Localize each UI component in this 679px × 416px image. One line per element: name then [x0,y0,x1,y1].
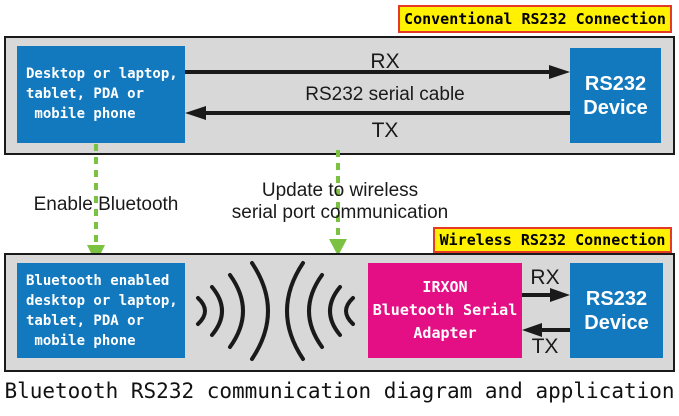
update-wireless-label-line2: serial port communication [231,202,449,223]
bluetooth-adapter-box: IRXON Bluetooth Serial Adapter [368,263,522,358]
rs232-device-line: RS232 [584,72,647,95]
tx-arrow-icon [185,106,570,120]
conventional-connection-label: Conventional RS232 Connection [398,5,672,33]
rx-label-wireless: RX [530,266,560,289]
host-device-line: tablet, PDA or [26,86,145,102]
host-device-line: desktop or laptop, [26,293,178,309]
rs232-device-box-wireless: RS232 Device [570,263,663,358]
rs232-device-line: Device [584,311,649,334]
diagram-caption: Bluetooth RS232 communication diagram an… [4,379,675,403]
rx-arrow-icon [185,65,570,79]
rs232-device-box-conventional: RS232 Device [570,48,661,143]
tx-arrow-wireless-icon [522,323,570,337]
wireless-connection-label-text: Wireless RS232 Connection [439,231,666,249]
host-device-line: Bluetooth enabled [26,273,170,289]
tx-label-conventional: TX [371,119,399,142]
conventional-connection-label-text: Conventional RS232 Connection [404,10,666,28]
update-wireless-label: Update to wireless serial port communica… [228,180,452,224]
tx-label-wireless: TX [531,335,559,358]
host-device-box-conventional: Desktop or laptop, tablet, PDA or mobile… [17,46,185,143]
rx-arrow-wireless-icon [522,288,570,302]
host-device-line: Desktop or laptop, [26,66,178,82]
host-device-box-wireless: Bluetooth enabled desktop or laptop, tab… [17,263,185,358]
host-device-line: mobile phone [26,333,136,349]
rx-label-conventional: RX [370,50,400,73]
host-device-line: mobile phone [26,106,136,122]
adapter-line: IRXON [422,278,468,296]
update-wireless-arrow-icon [329,150,347,256]
wireless-signal-left-icon [196,261,270,361]
wireless-signal-right-icon [285,261,355,361]
update-wireless-label-line1: Update to wireless [261,180,419,201]
serial-cable-label: RS232 serial cable [305,84,465,105]
rs232-device-line: RS232 [585,287,648,310]
rs232-device-line: Device [583,96,648,119]
adapter-line: Adapter [413,324,477,342]
host-device-line: tablet, PDA or [26,313,145,329]
adapter-line: Bluetooth Serial [372,301,518,319]
wireless-connection-label: Wireless RS232 Connection [433,227,672,253]
enable-bluetooth-label: Enable Bluetooth [33,194,179,215]
